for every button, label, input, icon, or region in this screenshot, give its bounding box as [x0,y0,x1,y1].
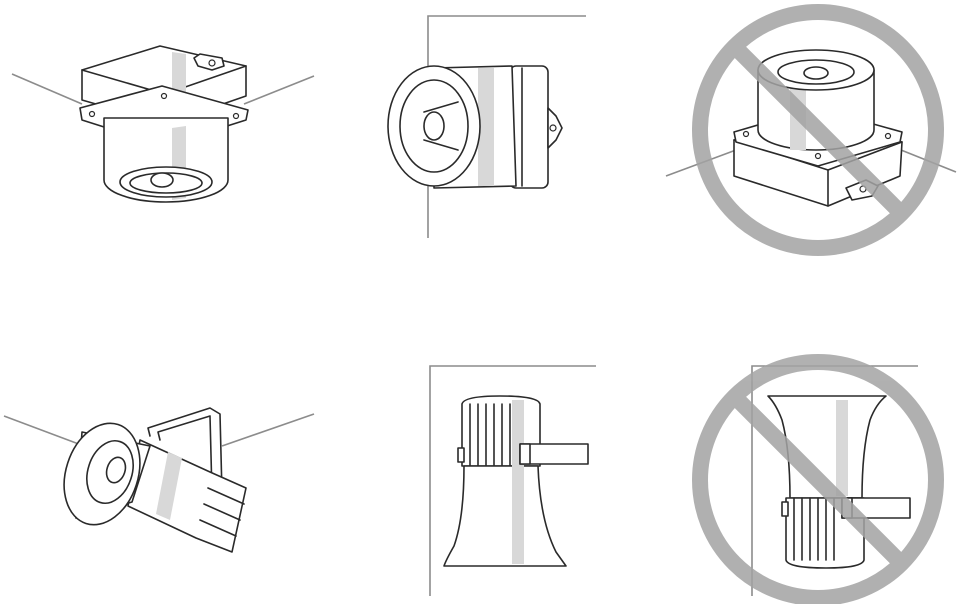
panel-wall-horn-mouth-up [692,354,944,604]
panel-wall-box-mount [387,15,586,238]
panel-wall-horn-mouth-down [429,365,596,596]
ceiling-line-left [3,415,85,447]
horn-bell [443,465,567,567]
prohibited-sign-icon [692,4,944,256]
wall-reference-line [429,365,596,596]
box-siren-icon [79,45,249,203]
horn-speaker-icon [63,407,247,553]
panel-ceiling-horn-mount [3,407,315,553]
panel-floor-box-mount [665,4,957,256]
panel-ceiling-box-mount [11,45,315,203]
ceiling-line-right [221,413,315,447]
u-bracket [147,407,223,495]
prohibited-sign-icon [692,354,944,604]
horn-speaker-icon [443,395,589,567]
ceiling-line-left [11,73,83,105]
ceiling-line-right [243,75,315,105]
box-siren-icon [387,65,563,189]
driver-body [127,439,247,553]
